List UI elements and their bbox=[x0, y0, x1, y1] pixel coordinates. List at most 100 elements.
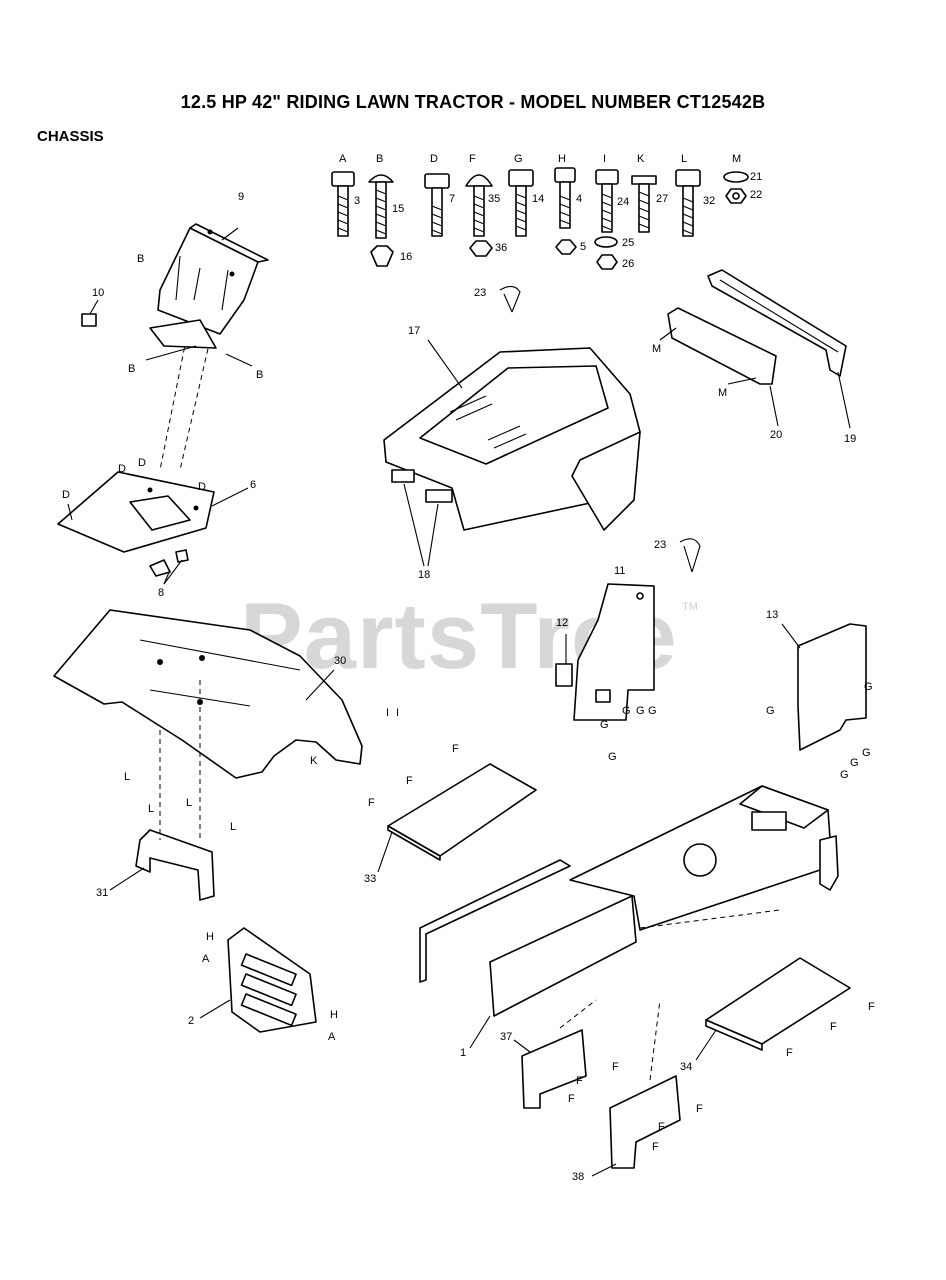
hardware-bolt-l[interactable]: L 32 bbox=[675, 153, 715, 237]
svg-text:5: 5 bbox=[580, 241, 586, 253]
svg-text:38: 38 bbox=[572, 1171, 584, 1183]
svg-text:18: 18 bbox=[418, 569, 430, 581]
svg-text:3: 3 bbox=[354, 195, 360, 207]
section-title: CHASSIS bbox=[37, 128, 104, 145]
hardware-screw-b[interactable]: B 15 16 bbox=[368, 153, 412, 267]
svg-text:B: B bbox=[128, 363, 135, 375]
svg-text:35: 35 bbox=[488, 193, 500, 205]
part-1-frame[interactable]: 1 bbox=[419, 785, 839, 1059]
svg-text:F: F bbox=[568, 1093, 575, 1105]
part-31-bracket[interactable]: 31 L L L L bbox=[96, 680, 236, 901]
part-6-floor-plate[interactable]: 6 D D D D bbox=[57, 457, 256, 553]
svg-text:A: A bbox=[202, 953, 210, 965]
part-11-side-panel[interactable]: 11 12 G G G G G bbox=[555, 565, 657, 763]
assembly-lines bbox=[559, 909, 781, 1081]
svg-text:23: 23 bbox=[654, 539, 666, 551]
svg-text:F: F bbox=[406, 775, 413, 787]
svg-text:30: 30 bbox=[334, 655, 346, 667]
svg-text:L: L bbox=[148, 803, 154, 815]
svg-text:F: F bbox=[368, 797, 375, 809]
svg-text:H: H bbox=[558, 153, 566, 165]
svg-text:33: 33 bbox=[364, 873, 376, 885]
svg-text:F: F bbox=[868, 1001, 875, 1013]
part-2-front-panel[interactable]: 2 H A H A bbox=[188, 927, 338, 1043]
svg-text:I: I bbox=[386, 707, 389, 719]
svg-text:G: G bbox=[850, 757, 859, 769]
svg-text:F: F bbox=[612, 1061, 619, 1073]
svg-text:32: 32 bbox=[703, 195, 715, 207]
part-13-side-panel[interactable]: 13 G G G G G bbox=[766, 609, 873, 781]
svg-text:D: D bbox=[62, 489, 70, 501]
hardware-bolt-f[interactable]: F 35 36 bbox=[465, 153, 507, 257]
svg-text:L: L bbox=[186, 797, 192, 809]
svg-text:L: L bbox=[230, 821, 236, 833]
hardware-bolt-i[interactable]: I 24 25 26 bbox=[594, 153, 634, 270]
svg-text:14: 14 bbox=[532, 193, 544, 205]
svg-text:A: A bbox=[339, 153, 347, 165]
hardware-bolt-k[interactable]: K 27 bbox=[631, 153, 668, 233]
part-9-dash-panel[interactable]: 9 bbox=[149, 191, 269, 471]
part-23-hairpin-mid[interactable]: 23 bbox=[654, 538, 701, 573]
svg-text:G: G bbox=[600, 719, 609, 731]
part-10-clip[interactable]: 10 bbox=[81, 287, 104, 327]
svg-text:26: 26 bbox=[622, 258, 634, 270]
svg-text:31: 31 bbox=[96, 887, 108, 899]
svg-text:27: 27 bbox=[656, 193, 668, 205]
svg-text:G: G bbox=[514, 153, 523, 165]
part-38-bracket[interactable]: 38 F F F bbox=[572, 1075, 703, 1183]
watermark-tm: TM bbox=[682, 601, 698, 613]
part-8-bracket[interactable]: 8 bbox=[149, 549, 189, 599]
svg-text:K: K bbox=[310, 755, 318, 767]
callout-b: B B B bbox=[128, 253, 263, 381]
svg-text:D: D bbox=[430, 153, 438, 165]
svg-text:G: G bbox=[636, 705, 645, 717]
svg-text:B: B bbox=[376, 153, 383, 165]
svg-text:21: 21 bbox=[750, 171, 762, 183]
svg-text:36: 36 bbox=[495, 242, 507, 254]
svg-text:F: F bbox=[658, 1121, 665, 1133]
svg-text:K: K bbox=[637, 153, 645, 165]
svg-text:F: F bbox=[830, 1021, 837, 1033]
svg-text:H: H bbox=[330, 1009, 338, 1021]
hardware-bolt-d[interactable]: D 7 bbox=[424, 153, 455, 237]
hardware-bolt-g[interactable]: G 14 bbox=[508, 153, 544, 237]
part-33-footrest[interactable]: 33 F F F bbox=[364, 743, 537, 885]
svg-text:H: H bbox=[206, 931, 214, 943]
svg-text:19: 19 bbox=[844, 433, 856, 445]
svg-text:4: 4 bbox=[576, 193, 582, 205]
svg-text:G: G bbox=[864, 681, 873, 693]
svg-text:G: G bbox=[862, 747, 871, 759]
hardware-bolt-h[interactable]: H 4 5 bbox=[554, 153, 586, 255]
part-37-bracket[interactable]: 37 F F F bbox=[500, 1029, 619, 1109]
svg-text:B: B bbox=[137, 253, 144, 265]
svg-text:F: F bbox=[652, 1141, 659, 1153]
svg-text:I: I bbox=[396, 707, 399, 719]
hardware-m[interactable]: M 21 22 bbox=[723, 153, 762, 204]
svg-text:M: M bbox=[732, 153, 741, 165]
page-title: 12.5 HP 42" RIDING LAWN TRACTOR - MODEL … bbox=[180, 92, 766, 112]
svg-text:15: 15 bbox=[392, 203, 404, 215]
part-19-bumper[interactable]: 19 bbox=[707, 269, 856, 445]
part-34-footrest[interactable]: 34 F F F bbox=[680, 957, 875, 1073]
svg-text:17: 17 bbox=[408, 325, 420, 337]
svg-text:D: D bbox=[118, 463, 126, 475]
svg-text:20: 20 bbox=[770, 429, 782, 441]
svg-text:F: F bbox=[452, 743, 459, 755]
svg-text:13: 13 bbox=[766, 609, 778, 621]
hardware-bolt-a[interactable]: A 3 bbox=[331, 153, 360, 237]
part-23-hairpin-top[interactable]: 23 bbox=[474, 285, 521, 313]
svg-text:25: 25 bbox=[622, 237, 634, 249]
part-20-bracket[interactable]: 20 M M bbox=[652, 307, 782, 441]
svg-text:D: D bbox=[198, 481, 206, 493]
svg-text:24: 24 bbox=[617, 196, 629, 208]
svg-text:G: G bbox=[648, 705, 657, 717]
part-17-hood[interactable]: 17 18 bbox=[383, 325, 641, 581]
svg-text:16: 16 bbox=[400, 251, 412, 263]
svg-text:F: F bbox=[696, 1103, 703, 1115]
svg-text:G: G bbox=[840, 769, 849, 781]
svg-text:F: F bbox=[576, 1075, 583, 1087]
svg-text:L: L bbox=[124, 771, 130, 783]
svg-text:L: L bbox=[681, 153, 687, 165]
part-30-fender[interactable]: 30 I I K bbox=[53, 609, 399, 779]
